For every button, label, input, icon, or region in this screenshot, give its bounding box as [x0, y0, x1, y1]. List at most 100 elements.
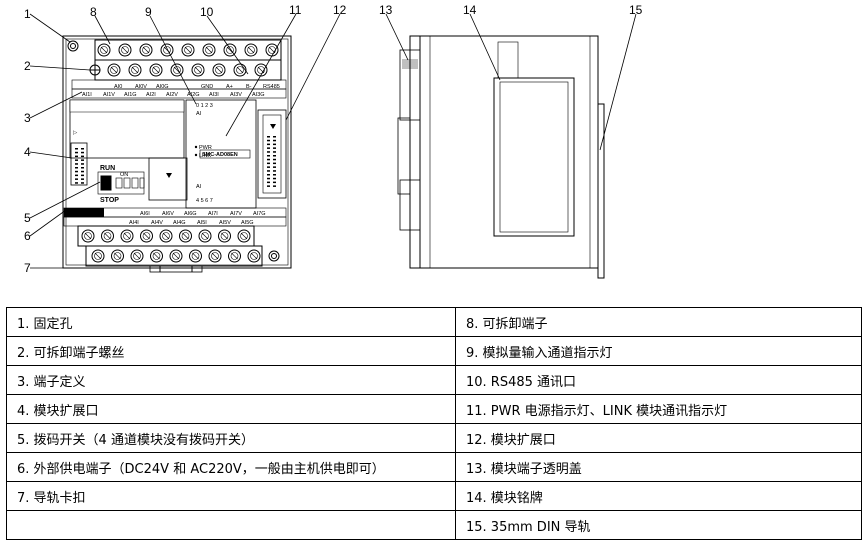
- pwr-led-label: PWR: [199, 145, 212, 151]
- port-pin-icon: [75, 174, 78, 177]
- label-ai2v: AI2V: [166, 92, 178, 98]
- screw-slot-icon: [110, 66, 118, 74]
- side-view: [397, 35, 605, 279]
- callout-15: 15: [629, 3, 643, 17]
- screw-slot-icon: [211, 252, 219, 260]
- callout-8: 8: [90, 5, 97, 19]
- table-row: 6. 外部供电端子（DC24V 和 AC220V，一般由主机供电即可） 13. …: [6, 452, 862, 482]
- screw-slot-icon: [104, 232, 111, 240]
- screw-head-icon: [103, 232, 112, 240]
- terminal-screw-icon: [111, 249, 124, 263]
- terminal-screw-icon: [237, 229, 251, 243]
- front-view: ▷: [62, 35, 292, 273]
- screw-head-icon: [191, 252, 200, 260]
- dip-on-label: ON: [120, 172, 128, 178]
- terminal-screw-icon: [223, 43, 237, 57]
- screw-head-icon: [172, 252, 180, 260]
- label-ai7i: AI7I: [208, 211, 218, 217]
- svg-text:▷: ▷: [73, 130, 78, 136]
- label-ai6i: AI6I: [140, 211, 150, 217]
- screw-head-icon: [162, 232, 170, 240]
- legend-cell: 14. 模块铭牌: [455, 481, 862, 511]
- terminal-screw-icon: [244, 43, 258, 57]
- callout-numbers: 1 2 3 4 5 6 7 8 9 10 11 12 13 14 15: [24, 3, 643, 275]
- screw-slot-icon: [182, 232, 189, 240]
- port-pin-icon: [75, 151, 78, 154]
- terminal-screw-icon: [233, 63, 247, 77]
- terminal-screw-icon: [101, 229, 114, 243]
- port-pin-icon: [267, 139, 270, 142]
- terminal-screw-icon: [107, 63, 121, 77]
- screw-head-icon: [163, 46, 171, 54]
- screw-slot-icon: [162, 232, 170, 240]
- legend-cell: 12. 模块扩展口: [455, 423, 862, 453]
- port-pin-icon: [273, 170, 276, 172]
- screw-slot-icon: [94, 252, 102, 260]
- port-pin-icon: [273, 174, 276, 176]
- screw-head-icon: [215, 66, 223, 74]
- terminal-screw-icon: [181, 43, 195, 57]
- led-top-ai: AI: [196, 111, 202, 117]
- screw-slot-icon: [215, 66, 223, 74]
- port-pin-icon: [75, 182, 78, 184]
- screw-head-icon: [94, 252, 102, 260]
- legend-cell: 2. 可拆卸端子螺丝: [6, 336, 456, 366]
- port-pin-icon: [273, 185, 276, 187]
- port-pin-icon: [81, 159, 84, 161]
- legend-cell: 3. 端子定义: [6, 365, 456, 395]
- port-pin-icon: [81, 174, 84, 177]
- screw-slot-icon: [250, 252, 258, 260]
- screw-head-icon: [152, 66, 160, 74]
- terminal-screw-icon: [189, 249, 202, 263]
- port-pin-icon: [267, 181, 270, 184]
- screw-head-icon: [121, 46, 129, 54]
- port-pin-icon: [273, 139, 276, 142]
- label-ai4g: AI4G: [173, 220, 186, 226]
- port-pin-icon: [81, 163, 84, 165]
- port-pin-icon: [75, 167, 78, 169]
- screw-slot-icon: [236, 66, 244, 74]
- terminal-screw-icon: [228, 249, 241, 263]
- screw-slot-icon: [121, 46, 129, 54]
- led-bottom-numbers: 4 5 6 7: [196, 198, 213, 204]
- screw-slot-icon: [100, 46, 108, 54]
- port-pin-icon: [273, 136, 276, 138]
- terminal-screw-icon: [254, 63, 268, 77]
- callout-12: 12: [333, 3, 347, 17]
- table-row: 3. 端子定义 10. RS485 通讯口: [6, 365, 862, 395]
- terminal-screw-icon: [139, 43, 153, 57]
- legend-cell: [6, 510, 456, 540]
- screw-slot-icon: [247, 46, 255, 54]
- legend-cell: 13. 模块端子透明盖: [455, 452, 862, 482]
- screw-slot-icon: [153, 252, 160, 260]
- screw-head-icon: [133, 252, 141, 260]
- screw-head-icon: [110, 66, 118, 74]
- screw-head-icon: [211, 252, 219, 260]
- screw-slot-icon: [205, 46, 213, 54]
- callout-3: 3: [24, 111, 31, 125]
- screw-head-icon: [240, 232, 248, 240]
- callout-10: 10: [200, 5, 214, 19]
- terminal-screw-icon: [120, 229, 134, 243]
- callout-14: 14: [463, 3, 477, 17]
- label-ai6g: AI6G: [184, 211, 197, 217]
- table-row: 4. 模块扩展口 11. PWR 电源指示灯、LINK 模块通讯指示灯: [6, 394, 862, 424]
- label-in: IN: [86, 211, 92, 217]
- screw-head-icon: [257, 66, 265, 74]
- screw-slot-icon: [143, 232, 150, 240]
- label-ai5v: AI5V: [219, 220, 231, 226]
- legend-cell: 11. PWR 电源指示灯、LINK 模块通讯指示灯: [455, 394, 862, 424]
- terminal-screw-icon: [202, 43, 216, 57]
- port-pin-icon: [273, 162, 276, 165]
- screw-slot-icon: [192, 252, 199, 260]
- port-pin-icon: [81, 170, 84, 173]
- screw-slot-icon: [194, 66, 202, 74]
- terminal-screw-icon: [208, 249, 222, 263]
- port-pin-icon: [81, 155, 84, 158]
- terminal-screw-icon: [191, 63, 205, 77]
- label-ai4i: AI4I: [129, 220, 139, 226]
- port-pin-icon: [267, 166, 270, 168]
- terminal-screw-icon: [160, 43, 174, 57]
- terminal-screw-icon: [150, 249, 163, 263]
- terminal-screw-icon: [118, 43, 132, 57]
